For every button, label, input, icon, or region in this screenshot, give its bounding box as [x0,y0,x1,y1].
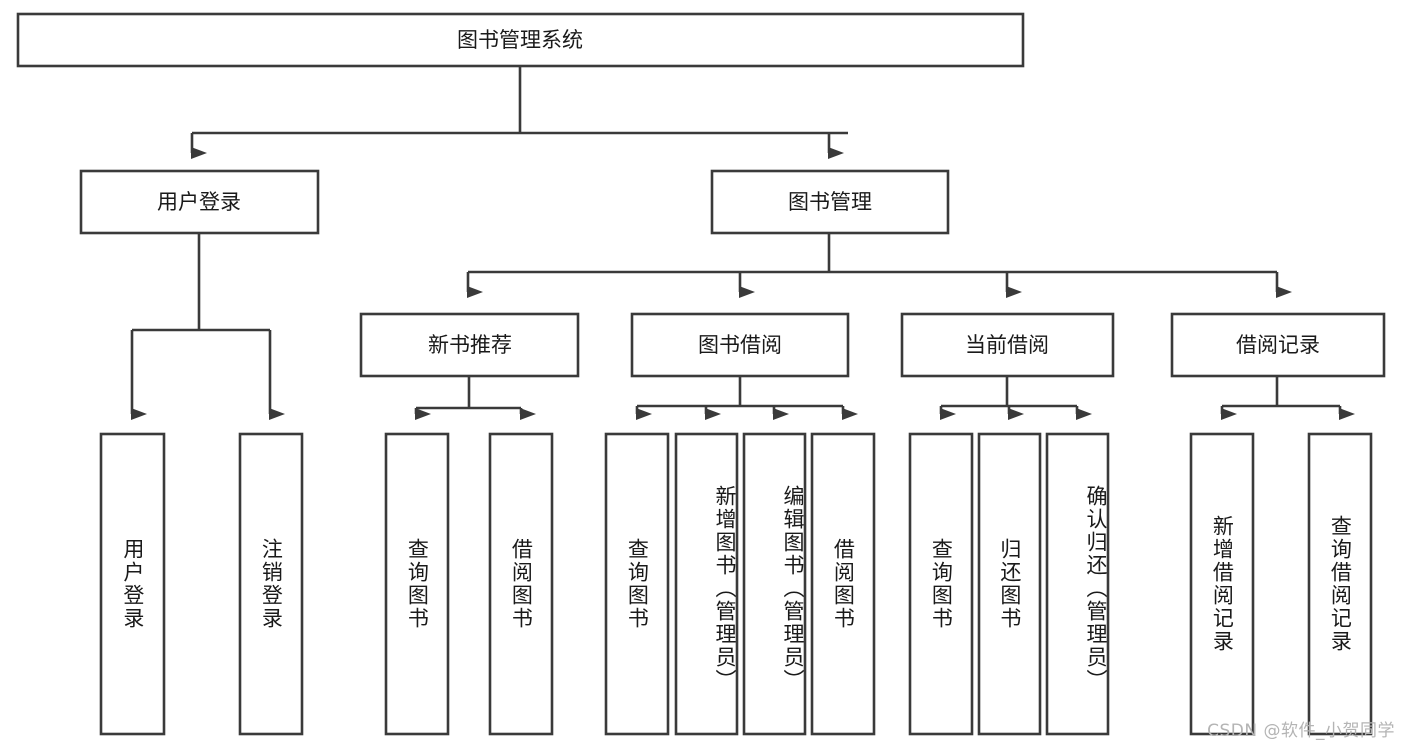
leaf-book-borrow-query[interactable] [604,432,670,736]
node-book-management[interactable]: 图书管理 [710,169,950,235]
node-current-borrow-label: 当前借阅 [965,333,1049,357]
csdn-watermark: CSDN @软件_小贺同学 [1207,721,1395,741]
leaf-book-borrow-edit[interactable] [742,432,807,736]
leaf-user-login-login[interactable] [99,432,166,736]
node-new-book-recommend[interactable]: 新书推荐 [359,312,580,378]
connector-root-to-level2 [190,66,848,159]
connector-current-borrow-to-leaves [939,376,1092,420]
connector-user-login-to-leaves [130,233,285,420]
node-user-login-label: 用户登录 [157,190,241,214]
connector-new-book-to-leaves [414,376,536,420]
leaf-book-borrow-add[interactable] [674,432,739,736]
leaf-borrow-record-query[interactable] [1307,432,1373,736]
node-root-label: 图书管理系统 [457,28,583,52]
node-user-login[interactable]: 用户登录 [79,169,320,235]
connector-book-borrow-to-leaves [635,376,858,420]
node-new-book-recommend-label: 新书推荐 [428,333,512,357]
leaf-new-book-borrow[interactable] [488,432,554,736]
node-root-system[interactable]: 图书管理系统 [16,12,1025,68]
node-book-borrow[interactable]: 图书借阅 [630,312,850,378]
node-borrow-record[interactable]: 借阅记录 [1170,312,1386,378]
leaf-current-borrow-query[interactable] [908,432,974,736]
connector-book-mgmt-to-level3 [466,233,1292,298]
leaf-book-borrow-borrow[interactable] [810,432,876,736]
node-book-borrow-label: 图书借阅 [698,333,782,357]
node-borrow-record-label: 借阅记录 [1236,333,1320,357]
connector-borrow-record-to-leaves [1220,376,1355,420]
leaf-current-borrow-confirm[interactable] [1045,432,1110,736]
leaf-borrow-record-add[interactable] [1189,432,1255,736]
node-book-management-label: 图书管理 [788,190,872,214]
node-current-borrow[interactable]: 当前借阅 [900,312,1115,378]
leaf-new-book-query[interactable] [384,432,450,736]
leaf-user-login-logout[interactable] [238,432,304,736]
leaf-current-borrow-return[interactable] [977,432,1042,736]
